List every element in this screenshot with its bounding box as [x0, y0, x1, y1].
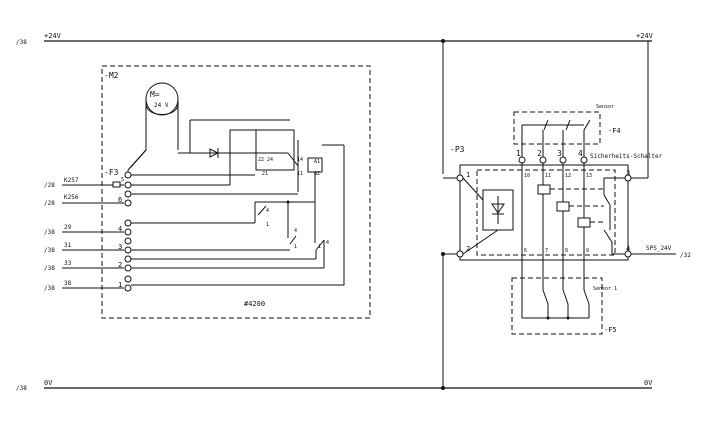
- svg-text:1: 1: [516, 149, 521, 158]
- svg-text:13: 13: [586, 173, 592, 179]
- contact-1b: 1: [294, 244, 297, 250]
- f4-name: -F4: [608, 127, 621, 135]
- input-row-k257: /28 K257 5: [44, 177, 230, 189]
- svg-text:/38: /38: [44, 247, 55, 254]
- output-signal: SPS_24V: [646, 245, 672, 252]
- contact-14: 14: [297, 157, 303, 163]
- svg-text:/28: /28: [44, 182, 55, 189]
- svg-text:10: 10: [524, 173, 530, 179]
- svg-text:33: 33: [64, 260, 72, 267]
- svg-text:4: 4: [578, 149, 583, 158]
- rail-bottom-label: 0V: [44, 379, 53, 387]
- contact-1: 1: [266, 222, 269, 228]
- bottom-inner-labels: 6 7 8 9: [524, 248, 589, 254]
- input-row-29: /38 29 4: [44, 215, 256, 236]
- contact-1c: 1: [318, 244, 321, 250]
- sensor-f5: -F5 Sensor 1: [511, 254, 617, 335]
- power-rail-24v: /38 +24V +24V: [16, 32, 654, 46]
- top-terminals: 1 2 3 4 10 11 12 13: [516, 125, 592, 179]
- part-number: #4200: [244, 300, 265, 308]
- svg-text:31: 31: [64, 242, 72, 249]
- svg-text:/28: /28: [44, 200, 55, 207]
- svg-text:11: 11: [545, 173, 551, 179]
- svg-text:8: 8: [565, 248, 568, 254]
- contact-4b: 4: [294, 228, 297, 234]
- rail-bottom-right-label: 0V: [644, 379, 653, 387]
- terminal-p3-2: 2: [466, 245, 470, 253]
- svg-text:K257: K257: [64, 177, 79, 184]
- motor-label: M=: [150, 90, 160, 99]
- contact-11: 11: [297, 171, 303, 177]
- svg-text:3: 3: [557, 149, 562, 158]
- relay-a2: A2: [314, 171, 320, 177]
- rail-top-right-label: +24V: [636, 32, 654, 40]
- svg-text:2: 2: [118, 261, 122, 269]
- fuse-label: -F3: [104, 168, 119, 177]
- svg-text:38: 38: [64, 280, 72, 287]
- diode: [178, 119, 290, 158]
- f5-name: -F5: [604, 326, 617, 334]
- svg-text:3: 3: [118, 243, 122, 251]
- svg-text:9: 9: [586, 248, 589, 254]
- module-name-p3: -P3: [450, 145, 465, 154]
- input-row-k256: /28 K256 6: [44, 190, 298, 207]
- motor-voltage: 24 V: [154, 102, 169, 109]
- terminal-p3-4: 4: [626, 245, 630, 253]
- contact-21: 21: [262, 171, 268, 177]
- input-row-33: /38 33 2: [44, 240, 325, 272]
- internal-relays: [521, 163, 625, 255]
- svg-text:/38: /38: [44, 285, 55, 292]
- power-rail-0v: /38 0V 0V: [16, 379, 653, 392]
- f5-label: Sensor 1: [593, 286, 617, 292]
- svg-text:/38: /38: [44, 265, 55, 272]
- rail-top-ref: /38: [16, 39, 27, 46]
- svg-text:6: 6: [524, 248, 527, 254]
- contact-4: 4: [266, 208, 269, 214]
- motor-symbol: M= 24 V: [129, 82, 179, 169]
- svg-text:5: 5: [121, 177, 124, 183]
- output-ref: /32: [680, 252, 691, 259]
- motor-module: -M2 #4200 M= 24 V 22 24 21 14 11: [44, 65, 371, 319]
- terminal-p3-3: 3: [626, 169, 630, 177]
- svg-text:29: 29: [64, 224, 72, 231]
- module-name-m2: -M2: [104, 71, 119, 80]
- input-row-31: /38 31 3: [44, 237, 290, 254]
- terminal-block: -F3 /28 K257 5 /28 K256 6: [44, 149, 344, 292]
- svg-text:7: 7: [545, 248, 548, 254]
- relay-contacts: 22 24 21 14 11 A1 A2 4 1 4 1: [229, 129, 345, 285]
- relay-a1: A1: [314, 159, 320, 165]
- svg-text:6: 6: [118, 196, 122, 204]
- switch-name: Sicherheits-Schalter: [590, 153, 663, 160]
- svg-text:1: 1: [118, 281, 122, 289]
- f4-label: Sensor: [596, 104, 614, 110]
- svg-text:4: 4: [118, 225, 122, 233]
- svg-text:/38: /38: [44, 229, 55, 236]
- input-row-38: /38 38 1: [44, 275, 344, 292]
- svg-text:K256: K256: [64, 194, 79, 201]
- svg-text:2: 2: [537, 149, 542, 158]
- terminal-p3-1: 1: [466, 171, 470, 179]
- rail-top-label: +24V: [44, 32, 62, 40]
- rectifier: [462, 177, 514, 255]
- contact-24: 24: [267, 157, 273, 163]
- rail-bottom-ref: /38: [16, 385, 27, 392]
- contact-4c: 4: [326, 240, 329, 246]
- safety-module: -P3 Sicherheits-Schalter 1 2 3 4 SPS_24V…: [441, 41, 691, 388]
- svg-text:12: 12: [565, 173, 571, 179]
- contact-22: 22: [258, 157, 264, 163]
- sensor-f4: -F4 Sensor: [513, 104, 621, 145]
